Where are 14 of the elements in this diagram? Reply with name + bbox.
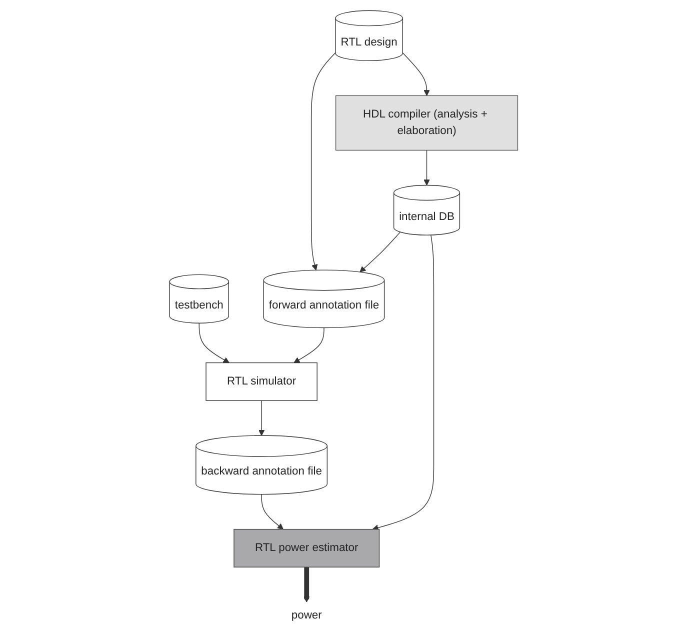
arrow <box>262 494 284 530</box>
node-box: RTL simulator <box>206 362 318 401</box>
arrow <box>294 327 325 364</box>
node-box: RTL power estimator <box>234 528 380 568</box>
arrow <box>402 52 430 96</box>
arrow <box>424 150 430 186</box>
arrow <box>360 232 401 272</box>
node-box: HDL compiler (analysis + elaboration) <box>336 95 518 151</box>
arrow <box>304 567 310 602</box>
node-text: power <box>292 609 322 622</box>
arrow <box>311 52 336 270</box>
arrow <box>199 322 230 364</box>
arrow <box>372 234 434 531</box>
arrow <box>258 400 265 436</box>
